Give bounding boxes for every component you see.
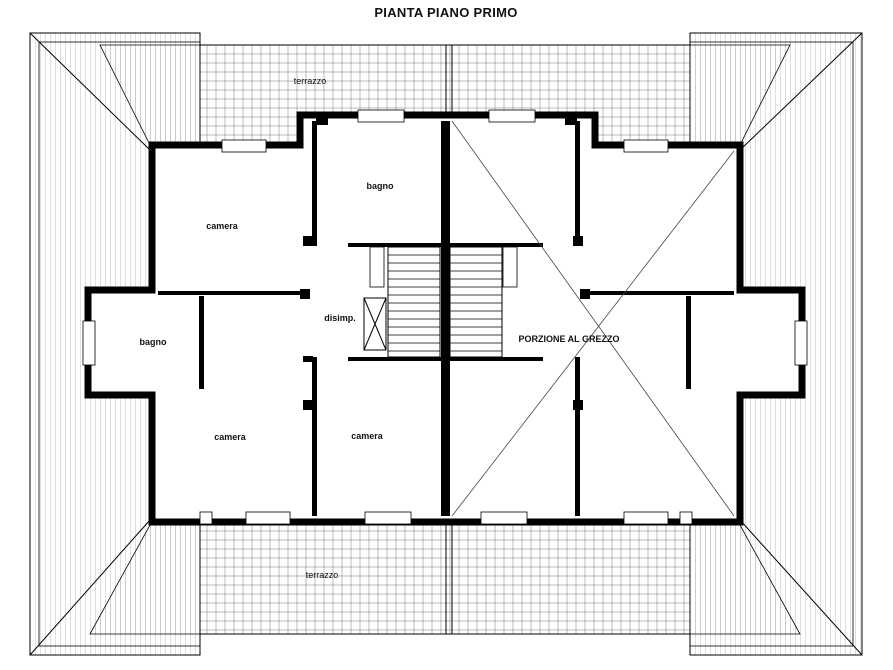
label-unfinished-portion: PORZIONE AL GREZZO bbox=[518, 334, 619, 344]
label-bathroom-top: bagno bbox=[367, 181, 394, 191]
terrace-bottom bbox=[89, 521, 801, 635]
interior-walls bbox=[158, 115, 734, 516]
windows bbox=[82, 109, 808, 525]
label-bathroom-left: bagno bbox=[140, 337, 167, 347]
staircase bbox=[363, 246, 518, 358]
unfinished-portion-cross bbox=[451, 120, 735, 517]
label-terrace-top: terrazzo bbox=[294, 76, 327, 86]
label-bedroom-top-left: camera bbox=[206, 221, 239, 231]
label-hallway: disimp. bbox=[324, 313, 356, 323]
label-terrace-bottom: terrazzo bbox=[306, 570, 339, 580]
label-bedroom-bottom-center: camera bbox=[351, 431, 384, 441]
label-bedroom-bottom-left: camera bbox=[214, 432, 247, 442]
plan-title: PIANTA PIANO PRIMO bbox=[374, 5, 517, 20]
